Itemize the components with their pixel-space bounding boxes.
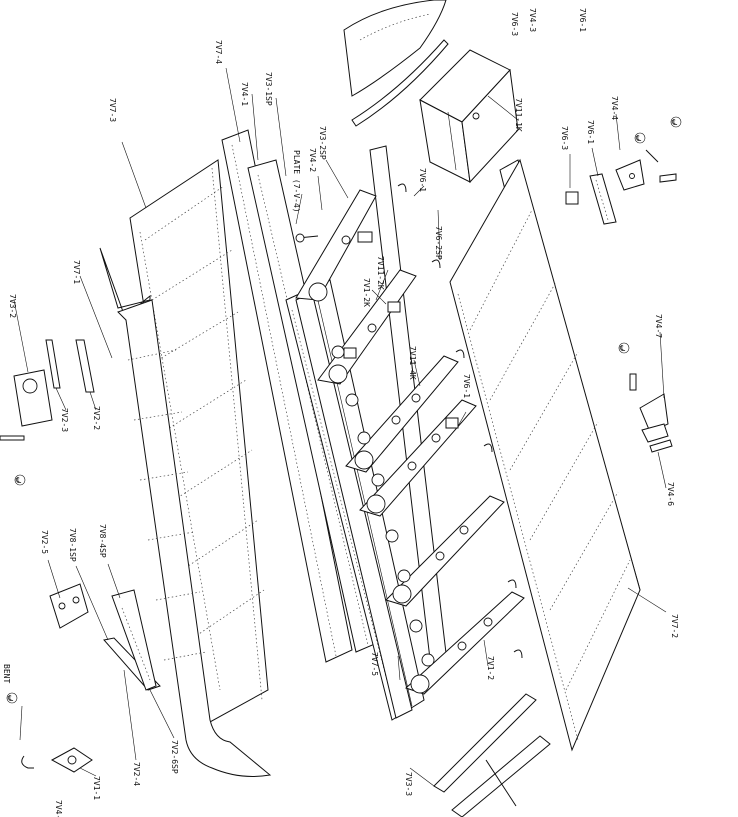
label-7v4-6: 7V4-6 <box>666 482 675 506</box>
label-7v4-4: 7V4-4 <box>610 96 619 120</box>
svg-text:℄: ℄ <box>7 694 14 703</box>
part-7v6-3 <box>565 191 579 205</box>
label-7v4-1: 7V4-1 <box>240 82 249 106</box>
label-7v7-1: 7V7-1 <box>72 260 81 284</box>
label-7v8-4sp: 7V8-4SP <box>98 524 107 558</box>
label-7v8-1sp: 7V8-1SP <box>68 528 77 562</box>
label-7v1-2k: 7V1-2K <box>362 278 371 307</box>
centerline-icon: ℄ <box>670 116 682 128</box>
part-7v8-4sp <box>111 589 157 691</box>
label-7v4-7: 7V4-7 <box>654 314 663 338</box>
rib-frame-assembly <box>295 145 525 719</box>
svg-text:℄: ℄ <box>619 344 626 353</box>
label-7v11-1k: 7V11-1K <box>514 98 523 132</box>
label-7v3-2: 7V3-2 <box>8 294 17 318</box>
label-7v3-1sp: 7V3-1SP <box>264 72 273 106</box>
label-7v11-2k: 7V11-2K <box>376 256 385 290</box>
centerline-markers: ℄ ℄ ℄ ℄ ℄ <box>6 116 682 704</box>
svg-text:℄: ℄ <box>671 118 678 127</box>
part-7v2-2 <box>75 339 95 393</box>
label-7v6-1-left: 7V6-1 <box>418 168 427 192</box>
part-7v4-4 <box>615 149 677 191</box>
leading-edge-7v7-1 <box>99 247 272 777</box>
part-7v3-2 <box>13 369 53 427</box>
part-7v2-5 <box>49 583 89 629</box>
label-7v6-1-top: 7V6-1 <box>578 8 587 32</box>
skin-panel-7v7-2 <box>449 158 641 752</box>
part-7v4-7 <box>629 373 669 433</box>
tank-box-7v11-1k <box>419 49 519 184</box>
part-labels: 7V6-1 7V6-3 7V4-3 7V7-4 7V4-1 7V3-1SP 7V… <box>2 8 679 817</box>
label-7v2-3: 7V2-3 <box>60 408 69 432</box>
label-7v2-6sp: 7V2-6SP <box>170 740 179 774</box>
upper-skin-fairing <box>343 0 449 127</box>
label-7v2-5: 7V2-5 <box>40 530 49 554</box>
label-7v2-4: 7V2-4 <box>132 762 141 786</box>
leader-lines <box>13 67 667 787</box>
rib-1 <box>295 189 377 302</box>
label-plate: PLATE (7-V-4) <box>292 150 301 213</box>
label-7v7-5: 7V7-5 <box>370 652 379 676</box>
label-7v6-1-mid: 7V6-1 <box>586 120 595 144</box>
label-7v6-3-top: 7V6-3 <box>510 12 519 36</box>
label-bent: BENT <box>2 664 11 683</box>
centerline-icon: ℄ <box>618 342 630 354</box>
centerline-icon: ℄ <box>634 132 646 144</box>
label-7v1-1: 7V1-1 <box>92 776 101 800</box>
part-7v1-1 <box>50 747 93 773</box>
label-7v4-bottom: 7V4- <box>54 800 63 817</box>
part-7v2-3 <box>45 339 61 389</box>
rib-6 <box>405 591 525 695</box>
part-7v6-1-channel <box>589 173 617 225</box>
label-7v7-2: 7V7-2 <box>670 614 679 638</box>
label-7v11-4k: 7V11-4K <box>408 346 417 380</box>
centerline-icon: ℄ <box>6 692 18 704</box>
label-7v2-2: 7V2-2 <box>92 406 101 430</box>
part-bent <box>21 755 34 769</box>
label-7v1-2: 7V1-2 <box>486 656 495 680</box>
label-7v4-2: 7V4-2 <box>308 148 317 172</box>
strip-7v3-3 <box>433 693 551 817</box>
rib-3 <box>345 355 459 473</box>
label-7v3-2sp: 7V3-2SP <box>318 126 327 160</box>
centerline-icon: ℄ <box>14 474 26 486</box>
part-7v4-6 <box>641 423 673 453</box>
svg-text:℄: ℄ <box>635 134 642 143</box>
label-7v7-3: 7V7-3 <box>108 98 117 122</box>
label-7v6-2sp: 7V6-2SP <box>434 226 443 260</box>
label-7v6-3-mid: 7V6-3 <box>560 126 569 150</box>
label-7v6-1-low: 7V6-1 <box>462 374 471 398</box>
svg-text:℄: ℄ <box>15 476 22 485</box>
rib-5 <box>385 495 505 607</box>
label-7v3-3: 7V3-3 <box>404 772 413 796</box>
rib-4 <box>359 399 477 517</box>
part-left-bar <box>0 435 25 441</box>
label-7v4-3-top: 7V4-3 <box>528 8 537 32</box>
label-7v7-4: 7V7-4 <box>214 40 223 64</box>
